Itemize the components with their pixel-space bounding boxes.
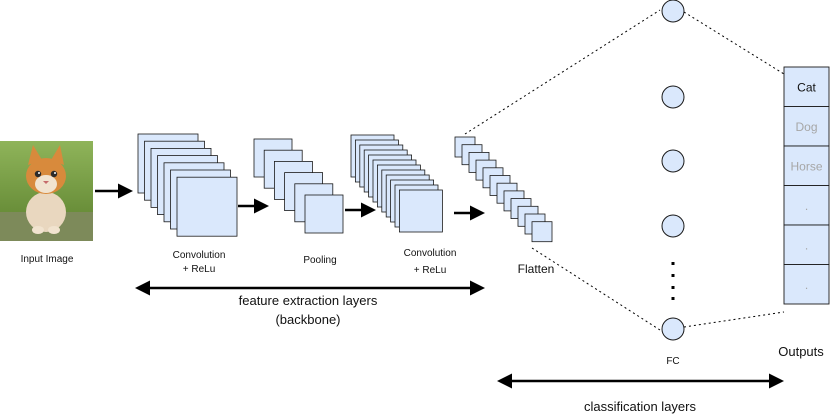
connector-flatten-bottom [531, 247, 661, 331]
feature-extraction-label-line2: (backbone) [275, 312, 340, 327]
feature-extraction-label-line1: feature extraction layers [239, 293, 378, 308]
output-cell [783, 185, 830, 226]
outputs-label: Outputs [778, 344, 824, 359]
conv1-label-line1: Convolution [173, 250, 226, 261]
connector-fc-bottom [683, 311, 785, 328]
conv2-label-line2: + ReLu [414, 265, 447, 276]
output-class-label: . [805, 199, 808, 213]
fc-node [661, 317, 685, 341]
output-cell [783, 66, 830, 107]
pooling-label: Pooling [303, 255, 336, 266]
feature-map-block [304, 194, 344, 234]
input-image [0, 141, 93, 241]
output-cell [783, 224, 830, 265]
flatten-layer [454, 136, 553, 243]
conv2-feature-maps [350, 134, 443, 233]
fc-node [661, 85, 685, 109]
fc-node [661, 214, 685, 238]
outputs-column: CatDogHorse... [783, 66, 830, 305]
output-cell [783, 106, 830, 147]
output-cell [783, 145, 830, 186]
feature-map-block [176, 176, 238, 237]
pooling-feature-maps [253, 138, 344, 234]
fc-layer [661, 0, 685, 341]
output-class-label: . [805, 278, 808, 292]
conv1-label-line2: + ReLu [183, 264, 216, 275]
fc-node [661, 149, 685, 173]
output-class-label: Cat [797, 80, 816, 94]
output-class-label: . [805, 238, 808, 252]
conv1-feature-maps [137, 133, 238, 237]
input-image-label: Input Image [21, 254, 74, 265]
fc-node [661, 0, 685, 23]
fc-label: FC [666, 356, 679, 367]
feature-map-block [531, 221, 553, 243]
feature-map-block [398, 189, 443, 233]
connector-flatten-top [464, 9, 661, 135]
classification-label: classification layers [584, 399, 696, 414]
output-cell [783, 264, 830, 305]
conv2-label-line1: Convolution [404, 248, 457, 259]
fc-ellipsis-dots [671, 262, 675, 300]
flatten-label: Flatten [518, 262, 555, 276]
output-class-label: Dog [795, 120, 817, 134]
connector-fc-top [683, 11, 785, 75]
output-class-label: Horse [790, 159, 822, 173]
